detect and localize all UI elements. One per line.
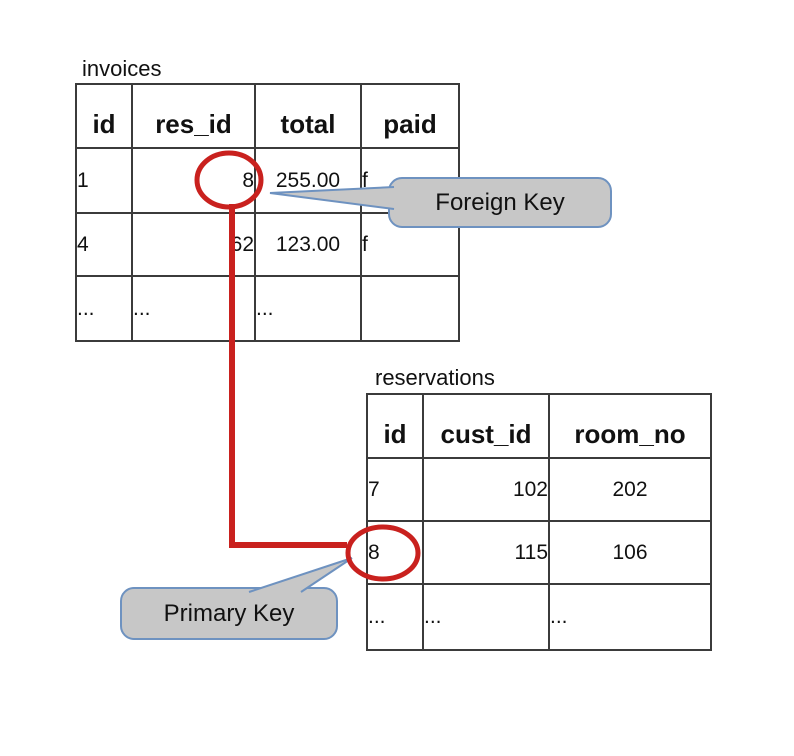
table-cell [360, 275, 460, 342]
column-header: id [75, 83, 133, 149]
table-cell: 4 [75, 212, 133, 277]
table-cell: 102 [422, 457, 550, 522]
table-row: 7 102 202 [366, 457, 712, 522]
table-cell: 202 [548, 457, 712, 522]
table-cell: 255.00 [254, 147, 362, 214]
table-title-reservations: reservations [375, 365, 495, 390]
table-header-row: id res_id total paid [75, 83, 460, 149]
table-cell: ... [366, 583, 424, 651]
table-cell-primary-key: 8 [366, 520, 424, 585]
table-cell: ... [131, 275, 256, 342]
column-header: paid [360, 83, 460, 149]
foreign-key-callout: Foreign Key [388, 177, 612, 228]
foreign-key-callout-label: Foreign Key [435, 188, 565, 216]
table-cell: ... [75, 275, 133, 342]
table-cell: 123.00 [254, 212, 362, 277]
table-cell-foreign-key: 8 [131, 147, 256, 214]
table-row: ... ... ... [75, 275, 460, 342]
table-cell: 115 [422, 520, 550, 585]
column-header: res_id [131, 83, 256, 149]
table-title-invoices: invoices [82, 56, 162, 81]
table-cell: ... [254, 275, 362, 342]
column-header: total [254, 83, 362, 149]
table-row: ... ... ... [366, 583, 712, 651]
column-header: cust_id [422, 393, 550, 459]
primary-key-callout-label: Primary Key [163, 599, 295, 627]
table-cell: ... [422, 583, 550, 651]
reservations-table: id cust_id room_no 7 102 202 8 115 106 .… [366, 393, 712, 651]
primary-key-callout: Primary Key [120, 587, 338, 640]
table-cell: 1 [75, 147, 133, 214]
table-cell: ... [548, 583, 712, 651]
table-row: 8 115 106 [366, 520, 712, 585]
column-header: room_no [548, 393, 712, 459]
table-cell: 106 [548, 520, 712, 585]
table-cell: 62 [131, 212, 256, 277]
table-header-row: id cust_id room_no [366, 393, 712, 459]
column-header: id [366, 393, 424, 459]
table-cell: 7 [366, 457, 424, 522]
